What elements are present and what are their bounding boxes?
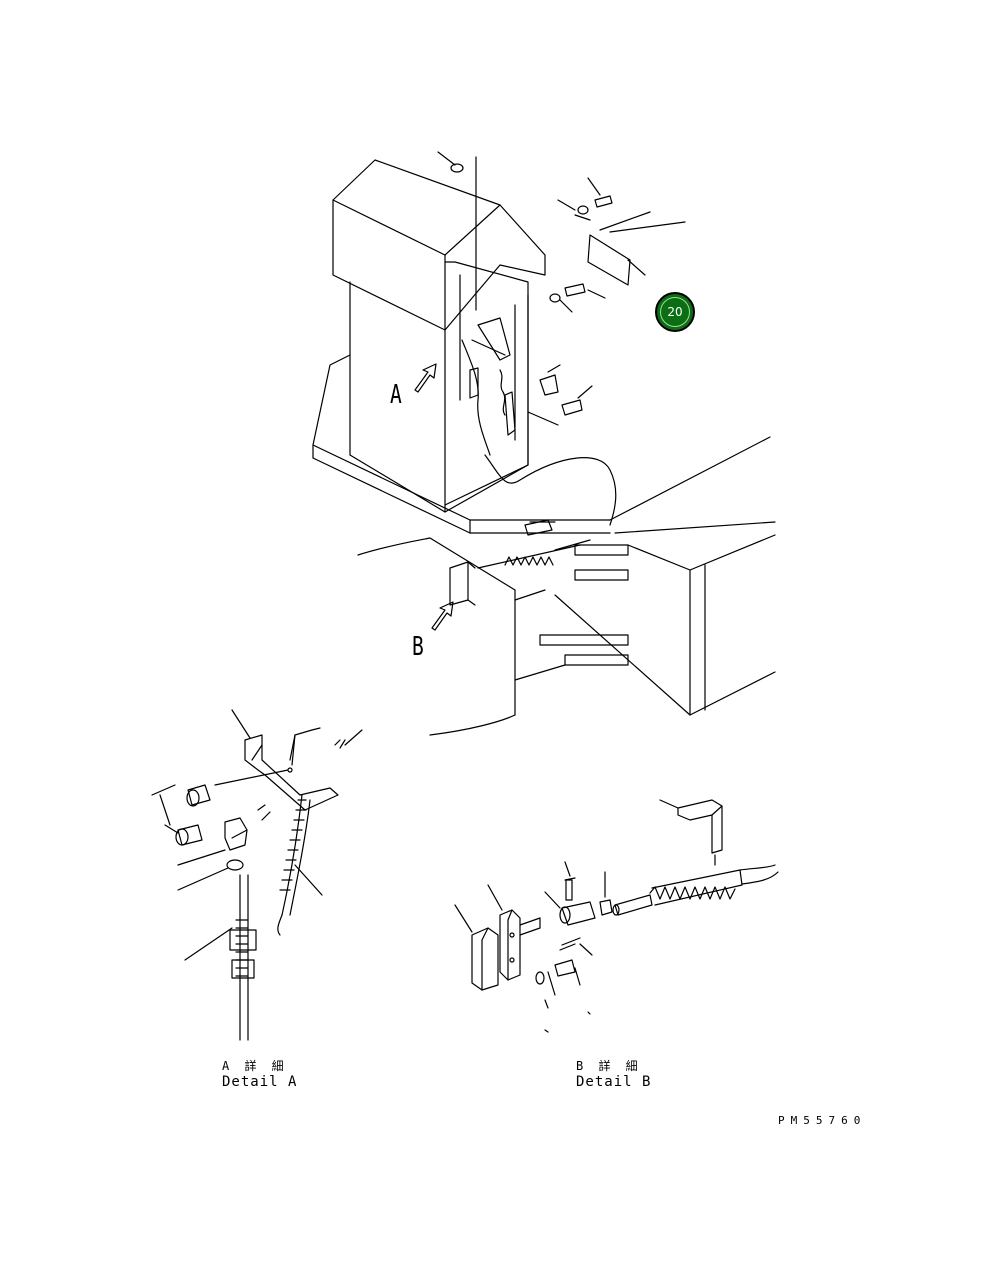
- floor-deck: [312, 354, 776, 716]
- detail-a-caption-jp: A 詳 細: [222, 1059, 288, 1073]
- pedal-brackets: [524, 519, 629, 666]
- detail-b-caption-jp: B 詳 細: [576, 1059, 642, 1073]
- detail-a-drawing: [151, 709, 363, 1041]
- view-arrow-a: [414, 363, 437, 393]
- lower-housing: [357, 537, 566, 736]
- bracket-hardware: [527, 177, 686, 426]
- detail-a-caption-en: Detail A: [222, 1074, 298, 1090]
- console-assembly: [332, 151, 546, 513]
- view-arrow-b: [431, 601, 454, 631]
- detail-b-drawing: [454, 799, 779, 1033]
- item-number-badge[interactable]: 20: [655, 292, 695, 332]
- cable-spring: [477, 539, 591, 569]
- detail-b-caption-en: Detail B: [576, 1074, 652, 1090]
- view-label-a: A: [390, 380, 402, 410]
- view-label-b: B: [412, 632, 424, 662]
- lever-mechanism: [461, 317, 617, 526]
- drawing-code: PM55760: [778, 1114, 867, 1127]
- badge-ring: [660, 297, 690, 327]
